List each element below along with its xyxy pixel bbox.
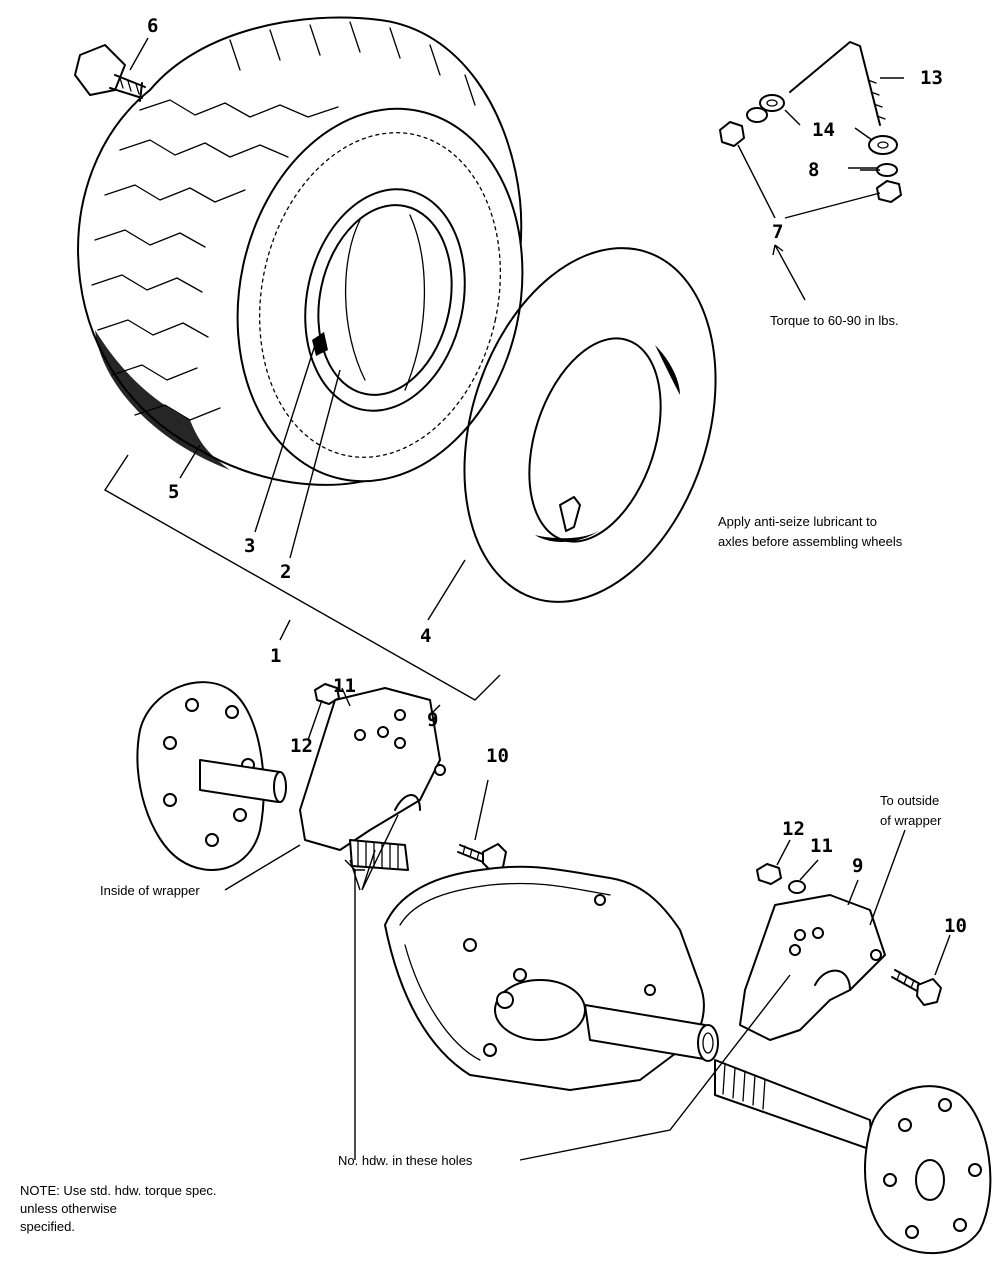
callout-3: 3 [244, 535, 255, 557]
wheel-rim [304, 188, 466, 412]
callout-9-right: 9 [852, 855, 863, 877]
lug-bolt [74, 44, 146, 102]
callout-12-left: 12 [290, 735, 313, 757]
bolt-right [891, 969, 942, 1006]
leader-lines [129, 37, 951, 1161]
transaxle-housing [384, 865, 719, 1091]
tire-shadow [95, 330, 230, 470]
u-bolt [789, 41, 886, 126]
callout-11-right: 11 [810, 835, 833, 857]
no-hardware-label: No. hdw. in these holes [338, 1153, 473, 1168]
callout-10-right: 10 [944, 915, 967, 937]
bracket-left [299, 687, 446, 851]
tread-pattern [91, 21, 476, 421]
callout-5: 5 [168, 481, 179, 503]
outside-wrapper-label-line2: of wrapper [880, 813, 942, 828]
callout-7: 7 [772, 221, 783, 243]
callout-9-left: 9 [427, 709, 438, 731]
assembly-bracket-line [104, 454, 501, 701]
callout-10-left: 10 [486, 745, 509, 767]
tire-assembly [77, 16, 524, 486]
nut-right [756, 863, 782, 885]
hardware-washers-nuts [719, 94, 902, 203]
footnote-line1: NOTE: Use std. hdw. torque spec. [20, 1183, 217, 1198]
callout-8: 8 [808, 159, 819, 181]
callout-14: 14 [812, 119, 835, 141]
callout-2: 2 [280, 561, 291, 583]
inner-tube [463, 247, 717, 603]
tube-valve [559, 496, 581, 532]
callout-6: 6 [147, 15, 158, 37]
callout-12-right: 12 [782, 818, 805, 840]
inside-wrapper-label: Inside of wrapper [100, 883, 200, 898]
lock-washer-right [788, 880, 806, 894]
left-hub [136, 681, 287, 871]
rim-valve [312, 332, 328, 356]
right-axle-hub [714, 1059, 992, 1255]
footnote-line3: specified. [20, 1219, 75, 1234]
antiseize-note-line2: axles before assembling wheels [718, 534, 903, 549]
callout-4: 4 [420, 625, 431, 647]
callout-13: 13 [920, 67, 943, 89]
callout-11-left: 11 [333, 675, 356, 697]
bracket-right [739, 894, 886, 1041]
callout-1: 1 [270, 645, 281, 667]
antiseize-note-line1: Apply anti-seize lubricant to [718, 514, 877, 529]
torque-note: Torque to 60-90 in lbs. [770, 313, 899, 328]
footnote-line2: unless otherwise [20, 1201, 117, 1216]
nut-left [314, 683, 340, 705]
outside-wrapper-label-line1: To outside [880, 793, 939, 808]
